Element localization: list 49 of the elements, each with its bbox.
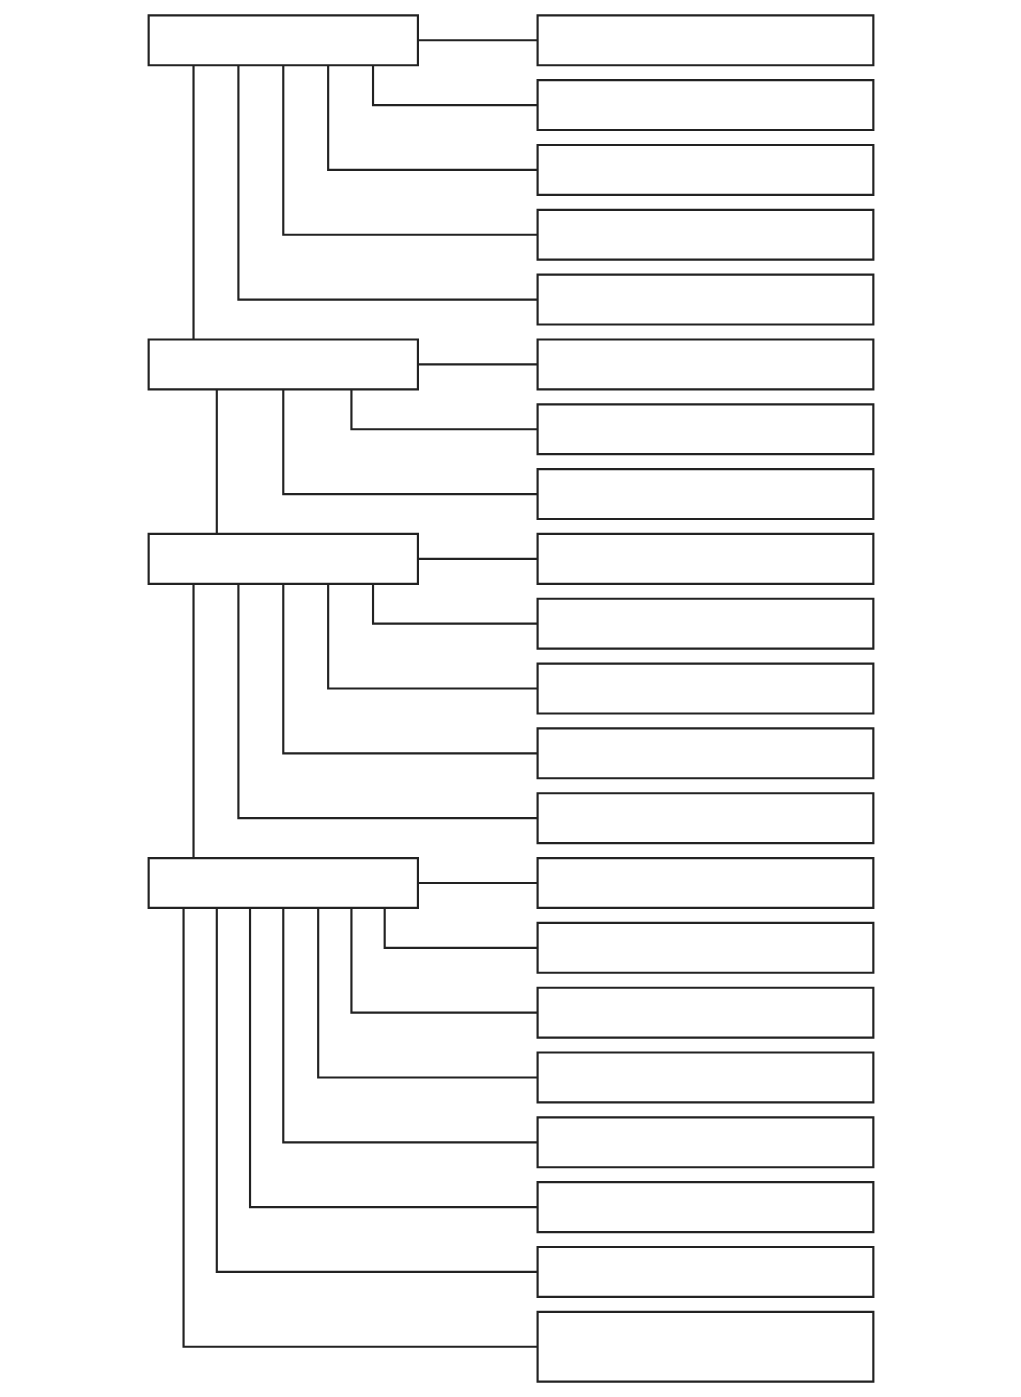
connector — [417, 881, 537, 885]
node-box — [536, 1051, 874, 1104]
node-box — [536, 1245, 874, 1298]
node-box — [147, 14, 419, 67]
connector — [281, 584, 537, 755]
connector — [215, 389, 218, 534]
connector — [191, 65, 195, 340]
connector — [417, 363, 537, 366]
node-box — [147, 857, 419, 909]
connector — [326, 583, 537, 690]
node-box — [536, 727, 874, 780]
connector — [215, 908, 537, 1274]
connector — [236, 65, 537, 301]
connector — [191, 584, 195, 858]
node-box — [536, 79, 874, 132]
connector — [281, 389, 537, 496]
connector — [417, 39, 537, 42]
connector — [349, 390, 537, 431]
node-box — [147, 532, 419, 585]
connector — [316, 908, 537, 1079]
node-box — [536, 468, 874, 521]
node-box — [536, 986, 874, 1039]
node-box — [536, 857, 874, 909]
connector — [371, 584, 537, 625]
node-box — [147, 338, 419, 391]
connector — [248, 908, 537, 1209]
node-box — [536, 921, 874, 974]
node-box — [536, 792, 874, 845]
node-box — [536, 1181, 874, 1234]
connector — [371, 65, 537, 107]
node-box — [536, 208, 874, 261]
node-box — [536, 143, 874, 196]
node-box — [536, 338, 874, 391]
connector — [181, 907, 537, 1348]
connector — [236, 584, 537, 820]
node-box — [536, 14, 874, 67]
connector — [281, 908, 537, 1144]
node-box — [536, 662, 874, 715]
connector — [383, 908, 538, 949]
node-box — [536, 597, 874, 650]
node-box — [536, 273, 874, 326]
node-box — [536, 403, 874, 456]
node-box — [536, 1116, 874, 1169]
connector — [281, 65, 537, 236]
connector — [326, 65, 537, 171]
connector — [417, 557, 537, 560]
connector — [349, 908, 537, 1014]
node-box — [536, 1310, 874, 1383]
node-box — [536, 532, 874, 585]
